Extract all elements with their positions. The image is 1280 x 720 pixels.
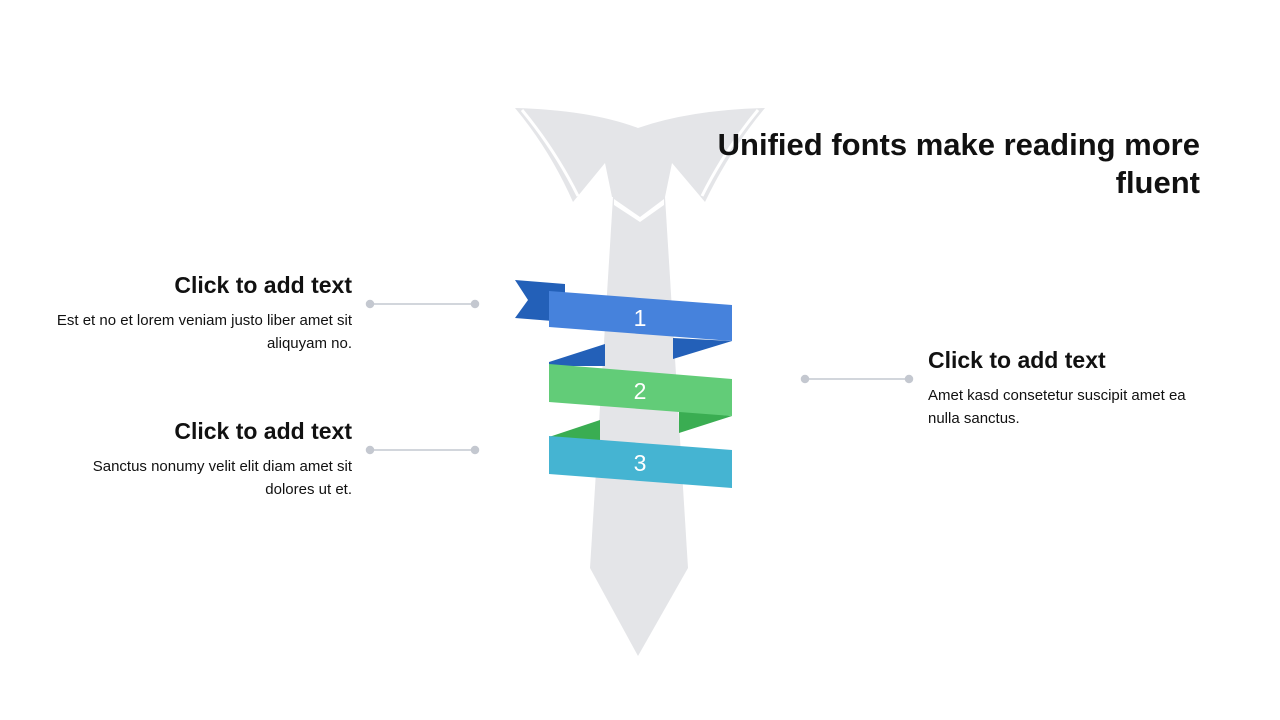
heading[interactable]: Click to add text [928,347,1106,373]
text-block-3[interactable]: Click to add text Sanctus nonumy velit e… [52,418,352,501]
text-block-1[interactable]: Click to add text Est et no et lorem ven… [52,272,352,355]
ribbon-2 [549,364,732,416]
connectors [365,299,914,455]
heading[interactable]: Click to add text [174,272,352,298]
ribbon-number-3: 3 [634,450,647,476]
text-block-2[interactable]: Click to add text Amet kasd consetetur s… [928,347,1198,430]
body[interactable]: Est et no et lorem veniam justo liber am… [56,312,352,352]
body[interactable]: Amet kasd consetetur suscipit amet ea nu… [928,387,1186,427]
heading[interactable]: Click to add text [174,418,352,444]
ribbon-1 [549,291,732,341]
ribbon-number-1: 1 [634,305,647,331]
ribbon-3 [549,436,732,488]
body[interactable]: Sanctus nonumy velit elit diam amet sit … [92,458,352,498]
slide-title[interactable]: Unified fonts make reading more fluent [717,127,1200,200]
ribbon-number-2: 2 [634,378,647,404]
